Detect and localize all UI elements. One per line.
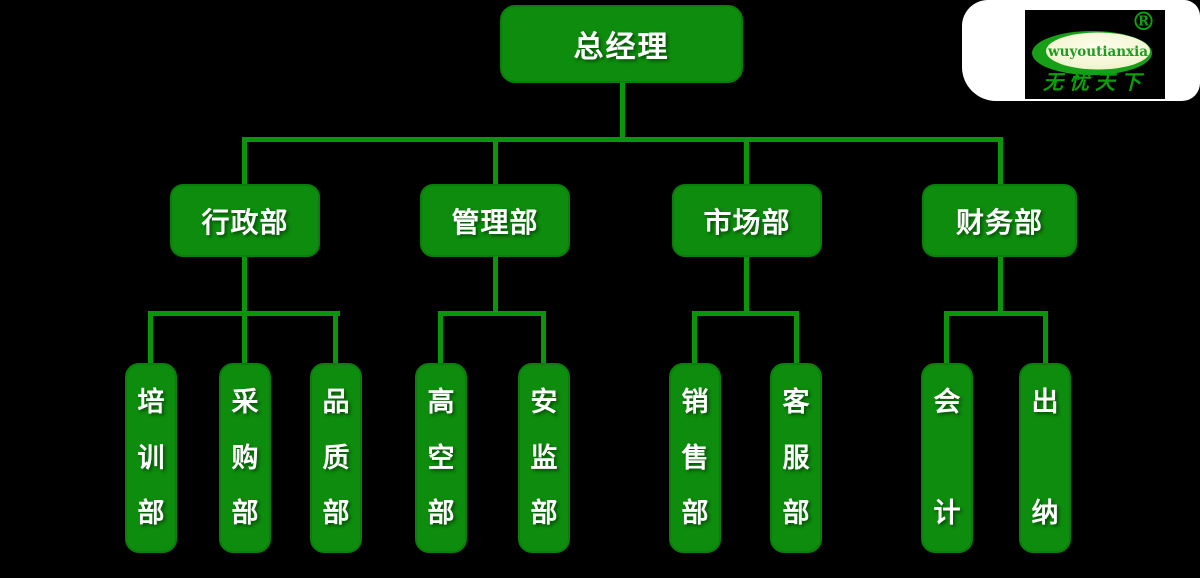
logo-ellipse: wuyoutianxia (1032, 31, 1152, 75)
dept-box-management: 管理部 (420, 184, 570, 257)
sub-box-safety-supervision: 安监部 (518, 363, 570, 553)
dept-char: 部 (322, 498, 350, 529)
dept-char: 售 (681, 442, 709, 474)
connector-line (242, 137, 1003, 142)
sub-box-sales: 销售部 (669, 363, 721, 553)
connector-line (998, 257, 1003, 313)
dept-char: 部 (137, 498, 165, 529)
dept-char: 培 (137, 387, 165, 418)
dept-char: 安 (530, 387, 558, 418)
dept-char: 部 (231, 498, 259, 529)
connector-line (242, 257, 247, 313)
dept-char: 会 (933, 387, 961, 418)
dept-char: 高 (427, 387, 455, 418)
connector-line (148, 314, 153, 364)
connector-line (333, 314, 338, 364)
dept-char: 品 (322, 387, 350, 418)
dept-char: 销 (681, 387, 709, 418)
connector-line (744, 257, 749, 313)
dept-char: 部 (681, 498, 709, 529)
connector-line (794, 314, 799, 364)
dept-char: 出 (1031, 387, 1059, 418)
org-box-general-manager: 总经理 (500, 5, 743, 83)
sub-box-quality: 品质部 (310, 363, 362, 553)
connector-line (944, 314, 949, 364)
logo-brand-name-cn: 无忧天下 (1043, 70, 1147, 94)
connector-line (438, 314, 443, 364)
connector-line (944, 311, 1048, 316)
connector-line (692, 314, 697, 364)
dept-char: 客 (782, 387, 810, 418)
connector-line (692, 311, 799, 316)
connector-line (242, 140, 247, 185)
logo-brand-text: wuyoutianxia (1047, 44, 1148, 60)
dept-char: 部 (427, 498, 455, 529)
connector-line (493, 257, 498, 313)
sub-box-accounting: 会计 (921, 363, 973, 553)
sub-box-cashier: 出纳 (1019, 363, 1071, 553)
dept-box-finance: 财务部 (922, 184, 1077, 257)
dept-char: 部 (782, 498, 810, 529)
dept-char: 训 (137, 442, 165, 474)
connector-line (1043, 314, 1048, 364)
connector-line (541, 314, 546, 364)
sub-box-high-altitude: 高空部 (415, 363, 467, 553)
registered-mark-icon: ® (1131, 7, 1156, 36)
connector-line (998, 140, 1003, 185)
sub-box-customer-service: 客服部 (770, 363, 822, 553)
dept-char: 监 (530, 442, 558, 474)
dept-char: 采 (231, 387, 259, 418)
dept-char: 服 (782, 442, 810, 474)
dept-char: 计 (933, 498, 961, 529)
sub-box-purchasing: 采购部 (219, 363, 271, 553)
dept-char: 部 (530, 498, 558, 529)
connector-line (438, 311, 546, 316)
dept-char: 质 (322, 442, 350, 474)
connector-line (620, 83, 625, 139)
logo-panel: wuyoutianxia ® 无忧天下 (962, 0, 1200, 101)
dept-char: 购 (231, 442, 259, 474)
logo-black-card: wuyoutianxia ® 无忧天下 (1025, 7, 1165, 99)
dept-char: 空 (427, 442, 455, 474)
dept-box-administration: 行政部 (170, 184, 320, 257)
connector-line (148, 311, 340, 316)
sub-box-training: 培训部 (125, 363, 177, 553)
connector-line (744, 140, 749, 185)
dept-box-marketing: 市场部 (672, 184, 822, 257)
connector-line (242, 314, 247, 364)
dept-char: 纳 (1031, 498, 1059, 529)
connector-line (493, 140, 498, 185)
